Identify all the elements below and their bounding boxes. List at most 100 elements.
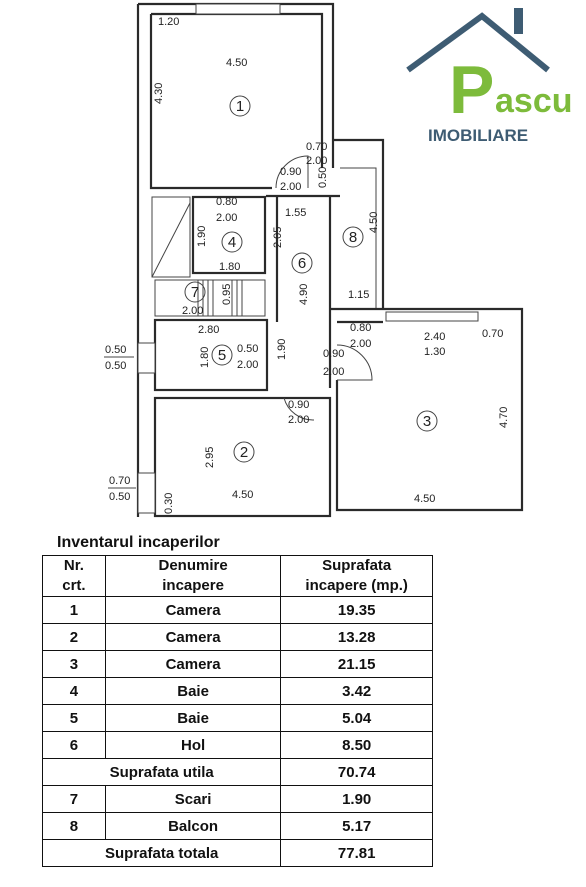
row-nr: 7 <box>42 785 106 813</box>
wall-bath4 <box>191 195 267 275</box>
dim-label: 0.70 <box>109 475 130 487</box>
dim-label: 1.80 <box>199 347 211 368</box>
room-marker-2 <box>233 441 255 463</box>
room-number: 7 <box>191 284 199 301</box>
dim-label: 0.90 <box>280 166 301 178</box>
room-marker-4 <box>221 231 243 253</box>
dim-label: 1.90 <box>276 339 288 360</box>
dim-label: 1.30 <box>424 346 445 358</box>
room-marker-1 <box>229 95 251 117</box>
row-area: 8.50 <box>280 731 433 759</box>
row-name: Baie <box>104 704 282 732</box>
row-nr: 8 <box>42 812 106 840</box>
row-name: Balcon <box>104 812 282 840</box>
window-room1 <box>195 3 281 15</box>
dim-label: 0.50 <box>105 360 126 372</box>
dim-label: 0.50 <box>237 343 258 355</box>
dim-label: 2.80 <box>198 324 219 336</box>
room-marker-5 <box>211 344 233 366</box>
row-nr: 6 <box>42 731 106 759</box>
wall-room3 <box>330 307 524 512</box>
row-nr: 4 <box>42 677 106 705</box>
header-nr: Nr.crt. <box>42 555 106 597</box>
row-name: Camera <box>104 596 282 624</box>
wall-room1-top-right <box>138 2 335 168</box>
room-markers: 1 2 3 4 5 6 7 8 <box>184 95 438 463</box>
row-nr: 2 <box>42 623 106 651</box>
dim-label: 0.80 <box>350 322 371 334</box>
wall-room2 <box>153 396 332 518</box>
dim-label: 2.40 <box>424 331 445 343</box>
dim-label: 2.00 <box>182 305 203 317</box>
room-marker-3 <box>416 410 438 432</box>
dim-label: 4.50 <box>232 489 253 501</box>
dim-label: 0.95 <box>221 284 233 305</box>
dim-label: 0.50 <box>105 344 126 356</box>
dim-label: 0.50 <box>317 167 329 188</box>
dim-label: 0.80 <box>216 196 237 208</box>
dim-label: 2.00 <box>306 155 327 167</box>
stair-box <box>151 196 191 278</box>
inventory-title: Inventarul incaperilor <box>57 534 220 551</box>
total-row-value: 77.81 <box>280 839 433 867</box>
room-marker-8 <box>342 226 364 248</box>
dim-label: 4.70 <box>498 407 510 428</box>
row-area: 5.17 <box>280 812 433 840</box>
dim-label: 0.70 <box>306 141 327 153</box>
dim-label: 4.50 <box>226 57 247 69</box>
dim-label: 1.15 <box>348 289 369 301</box>
row-name: Camera <box>104 623 282 651</box>
row-area: 21.15 <box>280 650 433 678</box>
dim-label: 2.95 <box>204 447 216 468</box>
dim-label: 1.55 <box>285 207 306 219</box>
dimensions: 1.20 4.50 4.30 0.70 2.00 0.50 0.90 2.00 … <box>104 16 510 514</box>
pascu-logo: P ascu IMOBILIARE <box>406 8 573 145</box>
logo-chimney <box>514 8 523 34</box>
subtotal-row-label: Suprafata utila <box>41 758 282 786</box>
room-number: 1 <box>236 98 244 115</box>
walls <box>136 2 524 518</box>
wall-room1-inner <box>151 12 324 168</box>
row-name: Camera <box>104 650 282 678</box>
row-area: 13.28 <box>280 623 433 651</box>
total-row-label: Suprafata totala <box>41 839 282 867</box>
dim-label: 4.50 <box>414 493 435 505</box>
dim-label: 0.90 <box>323 348 344 360</box>
row-area: 1.90 <box>280 785 433 813</box>
dim-label: 2.05 <box>272 227 284 248</box>
dim-label: 1.80 <box>219 261 240 273</box>
logo-tagline: IMOBILIARE <box>428 126 528 145</box>
row-nr: 3 <box>42 650 106 678</box>
dim-label: 1.90 <box>196 226 208 247</box>
room-marker-6 <box>291 252 313 274</box>
dim-label: 4.90 <box>298 284 310 305</box>
wall-balcony <box>333 138 385 309</box>
floor-plan: P ascu IMOBILIARE <box>104 2 573 518</box>
dim-label: 2.00 <box>350 338 371 350</box>
logo-roof <box>406 12 550 73</box>
row-name: Hol <box>104 731 282 759</box>
row-area: 19.35 <box>280 596 433 624</box>
row-nr: 5 <box>42 704 106 732</box>
dim-label: 4.50 <box>368 212 380 233</box>
row-area: 5.04 <box>280 704 433 732</box>
row-name: Baie <box>104 677 282 705</box>
room-marker-7 <box>184 281 206 303</box>
stair-diagonal <box>151 202 191 278</box>
room-number: 8 <box>349 229 357 246</box>
room-number: 3 <box>423 413 431 430</box>
row-name: Scari <box>104 785 282 813</box>
dim-label: 4.30 <box>153 83 165 104</box>
window-room3 <box>385 311 479 322</box>
window-room2 <box>137 472 156 514</box>
room-number: 5 <box>218 347 226 364</box>
